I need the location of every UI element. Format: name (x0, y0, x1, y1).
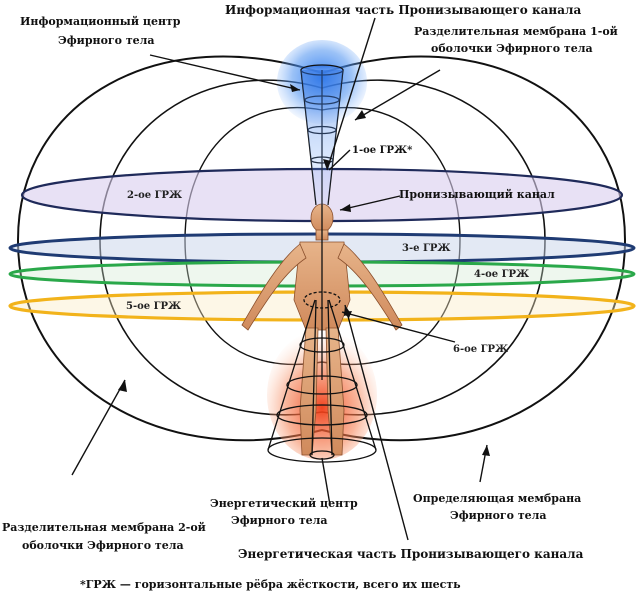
info-center-label-line1: Информационный центр (20, 15, 181, 28)
membrane1-label-line1: Разделительная мембрана 1-ой (414, 25, 618, 38)
grzh4-label: 4-ое ГРЖ (474, 269, 530, 280)
footnote: *ГРЖ — горизонтальные рёбра жёсткости, в… (80, 578, 461, 591)
grzh3-label: 3-е ГРЖ (402, 243, 451, 254)
pointer-arrowheads (118, 84, 490, 456)
info-part-label: Информационная часть Пронизывающего кана… (225, 3, 581, 17)
piercing-channel-label: Пронизывающий канал (399, 188, 555, 201)
energy-center-glow (267, 330, 377, 460)
info-center-label-line2: Эфирного тела (58, 34, 155, 47)
grzh1-label: 1-ое ГРЖ* (352, 145, 413, 156)
energy-channel-cone (267, 291, 377, 463)
energy-center-label-line2: Эфирного тела (231, 514, 328, 527)
energy-center-label-line1: Энергетический центр (210, 497, 358, 510)
defining-membrane-label-line2: Эфирного тела (450, 509, 547, 522)
pointer-lines (71, 17, 488, 541)
grzh5-label: 5-ое ГРЖ (126, 301, 182, 312)
information-cone-fill (301, 70, 343, 205)
defining-membrane-label-line1: Определяющая мембрана (413, 492, 581, 505)
energy-part-label: Энергетическая часть Пронизывающего кана… (238, 547, 584, 561)
grzh2-label: 2-ое ГРЖ (127, 190, 183, 201)
grzh6-label: 6-ое ГРЖ (453, 344, 509, 355)
membrane1-label-line2: оболочки Эфирного тела (431, 42, 593, 55)
membrane2-label-line1: Разделительная мембрана 2-ой (2, 521, 206, 534)
membrane2-label-line2: оболочки Эфирного тела (22, 539, 184, 552)
